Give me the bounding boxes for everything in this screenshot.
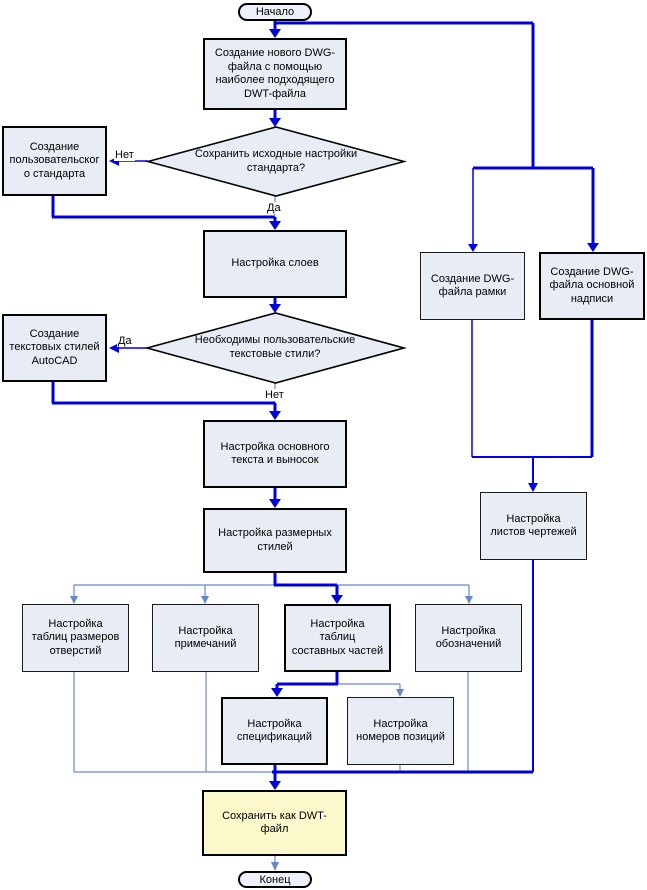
edge-label-yes-1: Да bbox=[266, 202, 282, 214]
arrowhead bbox=[269, 29, 281, 38]
node-setup-symbols: Настройка обозначений bbox=[415, 604, 522, 672]
decision-save-standard-label: Сохранить исходные настройки стандарта? bbox=[194, 148, 358, 174]
arrowhead bbox=[70, 596, 78, 604]
edge-label-no-2: Нет bbox=[264, 389, 285, 401]
arrowhead bbox=[468, 244, 478, 252]
node-create-titleblock-dwg: Создание DWG- файла основной надписи bbox=[539, 252, 645, 320]
arrowhead bbox=[396, 689, 404, 697]
connector-blue-thin-lines bbox=[119, 160, 474, 457]
node-save-as-dwt: Сохранить как DWT- файл bbox=[202, 790, 347, 856]
arrowhead bbox=[269, 411, 281, 420]
connector-thick-lines bbox=[51, 20, 595, 782]
node-setup-notes: Настройка примечаний bbox=[152, 604, 259, 672]
arrowhead bbox=[271, 688, 283, 697]
node-create-user-standard: Создание пользовательског о стандарта bbox=[2, 126, 107, 196]
arrowhead bbox=[528, 483, 538, 492]
node-setup-specs: Настройка спецификаций bbox=[221, 697, 328, 765]
decision-text-styles-label: Необходимы пользовательские текстовые ст… bbox=[194, 334, 356, 360]
node-setup-item-numbers: Настройка номеров позиций bbox=[347, 697, 454, 765]
edge-label-no-1: Нет bbox=[114, 149, 135, 161]
decision-save-standard-shape bbox=[144, 126, 408, 197]
node-create-text-styles: Создание текстовых стилей AutoCAD bbox=[2, 314, 107, 382]
node-setup-hole-tables: Настройка таблиц размеров отверстий bbox=[22, 604, 129, 672]
decision-text-styles-shape bbox=[143, 312, 408, 384]
arrowhead bbox=[269, 304, 281, 313]
node-setup-parts-tables: Настройка таблиц составных частей bbox=[284, 604, 391, 672]
edge-label-yes-2: Да bbox=[117, 335, 133, 347]
arrowhead bbox=[269, 118, 281, 127]
arrowhead bbox=[109, 343, 119, 353]
node-setup-sheet-layouts: Настройка листов чертежей bbox=[480, 492, 587, 560]
node-setup-layers: Настройка слоев bbox=[203, 230, 347, 298]
arrowhead bbox=[587, 243, 599, 252]
arrowhead bbox=[269, 499, 281, 508]
connector-blue-medium-lines bbox=[472, 456, 592, 772]
node-setup-main-text: Настройка основного текста и выносок bbox=[203, 420, 347, 488]
node-start: Начало bbox=[238, 3, 312, 21]
node-end: Конец bbox=[238, 871, 312, 888]
arrowhead bbox=[269, 221, 281, 230]
arrowhead bbox=[201, 596, 209, 604]
arrowhead bbox=[331, 595, 343, 604]
node-create-dwg-file: Создание нового DWG- файла с помощью наи… bbox=[203, 38, 347, 110]
node-create-frame-dwg: Создание DWG- файла рамки bbox=[420, 252, 525, 320]
arrowhead bbox=[271, 862, 279, 871]
arrowhead bbox=[269, 781, 281, 790]
node-setup-dim-styles: Настройка размерных стилей bbox=[203, 508, 347, 573]
arrowhead bbox=[465, 596, 473, 604]
